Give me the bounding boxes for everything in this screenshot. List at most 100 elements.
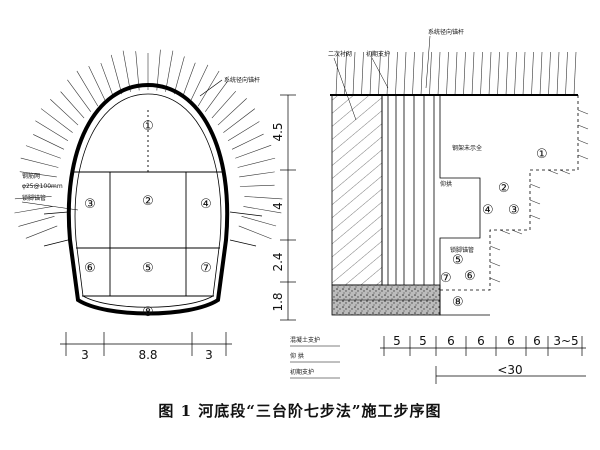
right-step-7: ⑦ — [440, 271, 452, 286]
spacing-3: 6 — [447, 334, 455, 348]
top-anchor-line — [429, 51, 432, 96]
right-step-1: ① — [536, 147, 548, 162]
right-step-6: ⑥ — [464, 269, 476, 284]
right-step-4: ④ — [482, 203, 494, 218]
top-anchor-line — [514, 51, 517, 96]
radial-anchors — [14, 49, 283, 240]
legend-3: 初期支护 — [290, 368, 314, 376]
radial-anchor-line — [205, 80, 228, 112]
radial-anchor-line — [156, 49, 161, 91]
radial-anchor-line — [18, 216, 55, 227]
top-anchor-line — [573, 51, 577, 96]
radial-anchor-line — [237, 157, 276, 168]
face-anchor-line — [559, 169, 571, 175]
excavation-partitions — [74, 110, 222, 297]
radial-anchor-line — [88, 66, 106, 102]
top-anchor-line — [497, 51, 500, 96]
top-anchor-line — [488, 51, 492, 96]
top-anchor-line — [556, 51, 560, 96]
radial-anchor-line — [33, 134, 65, 150]
height-3: 2.4 — [271, 252, 285, 271]
face-anchor-line — [489, 245, 501, 251]
radial-anchor-line — [67, 79, 91, 112]
legend-1: 混凝土支护 — [290, 336, 320, 344]
tunnel-lining — [66, 82, 230, 316]
left-label-steel-mesh: 钢筋网 — [22, 172, 40, 180]
total-length: <30 — [497, 363, 522, 377]
left-label-lock-pipe: 锁脚锚管 — [22, 194, 46, 202]
top-anchor-line — [522, 51, 526, 96]
face-anchor-line — [577, 154, 589, 160]
radial-anchor-line — [231, 133, 264, 150]
left-step-1: ① — [142, 119, 154, 134]
face-anchor-line — [489, 277, 501, 283]
radial-anchor-line — [60, 91, 85, 119]
excavation-face — [439, 95, 490, 316]
radial-anchor-line — [35, 120, 69, 142]
top-anchor-line — [437, 51, 441, 96]
left-width-2: 8.8 — [138, 348, 157, 362]
height-dimension — [280, 94, 296, 321]
left-step-6: ⑥ — [84, 261, 96, 276]
top-anchor-line — [369, 51, 373, 96]
radial-anchor-line — [20, 157, 59, 168]
longitudinal-section: ① ② ③ ④ ⑤ ⑥ ⑦ ⑧ 二次衬砌 初期支护 系统径向锚杆 钢架未示全 仰… — [271, 28, 589, 384]
face-anchor-line — [511, 229, 523, 235]
right-label-inverted: 仰拱 — [440, 180, 452, 188]
top-anchor-line — [403, 51, 407, 96]
top-anchor-line — [446, 51, 449, 96]
radial-anchor-line — [190, 64, 209, 102]
radial-anchor-line — [40, 108, 73, 133]
radial-anchor-line — [211, 90, 237, 119]
radial-anchor-line — [243, 206, 282, 214]
radial-anchor-line — [50, 99, 79, 126]
face-anchor-line — [499, 229, 511, 235]
right-label-lock: 锁脚锚管 — [450, 246, 474, 254]
face-anchors — [489, 109, 589, 283]
top-anchor-line — [471, 51, 475, 96]
spacing-4: 6 — [477, 334, 485, 348]
face-anchor-line — [577, 139, 589, 145]
left-step-7: ⑦ — [200, 261, 212, 276]
face-anchor-line — [577, 109, 589, 115]
right-label-advance: 钢架未示全 — [452, 144, 482, 152]
radial-anchor-line — [217, 98, 247, 126]
right-step-2: ② — [498, 181, 510, 196]
top-anchor-line — [454, 51, 458, 96]
spacing-dimension — [380, 336, 586, 384]
face-anchor-line — [529, 183, 541, 189]
top-anchor-line — [480, 51, 483, 96]
left-step-2: ② — [142, 194, 154, 209]
radial-anchor-line — [227, 121, 260, 142]
top-anchor-line — [361, 51, 364, 96]
left-width-dimension — [60, 332, 232, 356]
left-step-5: ⑤ — [142, 261, 154, 276]
top-anchors — [335, 51, 577, 96]
face-anchor-line — [577, 124, 589, 130]
left-step-8: ⑧ — [142, 305, 154, 320]
radial-anchor-line — [235, 144, 272, 159]
radial-anchor-line — [197, 70, 220, 107]
face-anchor-line — [529, 214, 541, 220]
face-anchor-line — [529, 199, 541, 205]
radial-anchor-line — [244, 196, 283, 200]
top-anchor-line — [531, 51, 534, 96]
face-anchor-line — [547, 169, 559, 175]
radial-anchor-line — [239, 184, 275, 187]
height-4: 1.8 — [271, 292, 285, 311]
primary-support-lines — [381, 95, 435, 285]
top-anchor-line — [386, 51, 390, 96]
right-step-3: ③ — [508, 203, 520, 218]
left-step-4: ④ — [200, 197, 212, 212]
radial-anchor-line — [238, 225, 272, 240]
legend-2: 仰 拱 — [290, 352, 304, 360]
radial-anchor-line — [122, 50, 131, 92]
radial-anchor-line — [241, 216, 277, 227]
radial-anchor-line — [182, 62, 196, 98]
tunnel-inner-line — [74, 93, 222, 308]
spacing-1: 5 — [393, 334, 401, 348]
right-label-primary-support: 初期支护 — [366, 50, 390, 58]
top-anchor-line — [378, 51, 381, 96]
right-label-secondary-lining: 二次衬砌 — [328, 50, 352, 58]
